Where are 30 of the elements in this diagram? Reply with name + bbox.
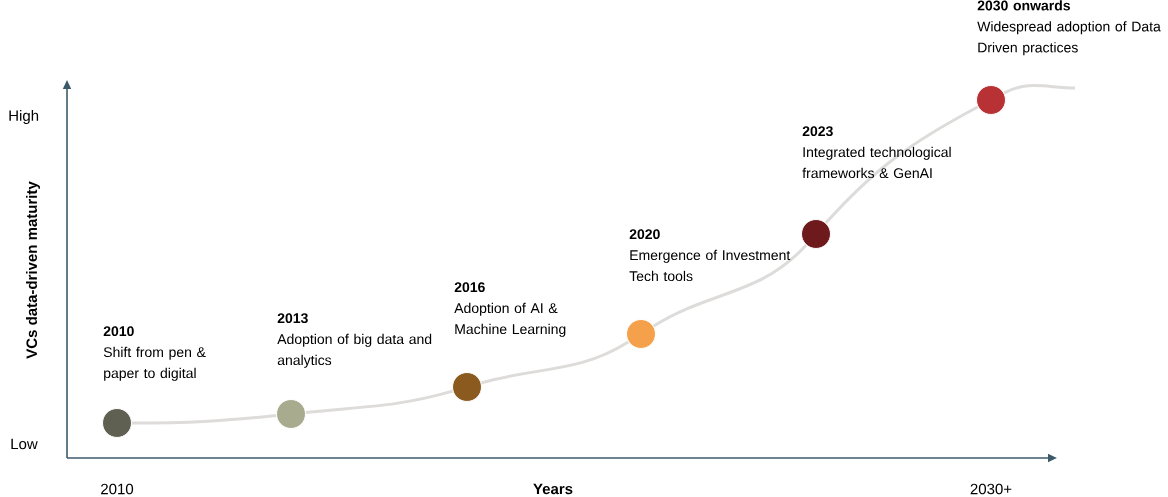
timeline-curve <box>824 105 979 224</box>
milestone-dot <box>626 319 656 349</box>
milestone-description: Adoption of big data and analytics <box>277 333 432 368</box>
milestone-year: 2010 <box>103 326 134 337</box>
axis-label: High <box>9 110 39 124</box>
axis-title: VCs data-driven maturity <box>26 181 40 359</box>
milestone-description: Adoption of AI & Machine Learning <box>454 302 566 337</box>
milestone-description: Shift from pen & paper to digital <box>103 346 206 381</box>
milestone-description: Widespread adoption of Data Driven practices <box>977 21 1161 56</box>
axis-label: Low <box>11 438 38 450</box>
milestone-year: 2013 <box>277 313 308 324</box>
milestone-dot <box>452 372 482 402</box>
tick-label: 2030+ <box>970 483 1012 495</box>
milestone-year: 2016 <box>454 282 485 293</box>
milestone-dot <box>976 85 1006 115</box>
milestone-year: 2023 <box>802 126 833 137</box>
milestone-year: 2030 onwards <box>977 0 1070 11</box>
milestone-dot <box>276 399 306 429</box>
timeline-curve <box>132 414 277 425</box>
milestone-year: 2020 <box>629 229 660 240</box>
timeline-curve <box>481 340 630 385</box>
milestone-dot <box>102 408 132 438</box>
milestone-description: Emergence of Investment Tech tools <box>629 249 791 282</box>
timeline-curve <box>1003 84 1076 95</box>
axis-title: Years <box>533 483 573 495</box>
timeline-curve <box>305 389 453 414</box>
milestone-description: Integrated technological frameworks & GenAI <box>802 146 951 179</box>
milestone-dot <box>801 219 831 249</box>
tick-label: 2010 <box>101 483 134 495</box>
timeline-curve <box>652 244 808 328</box>
